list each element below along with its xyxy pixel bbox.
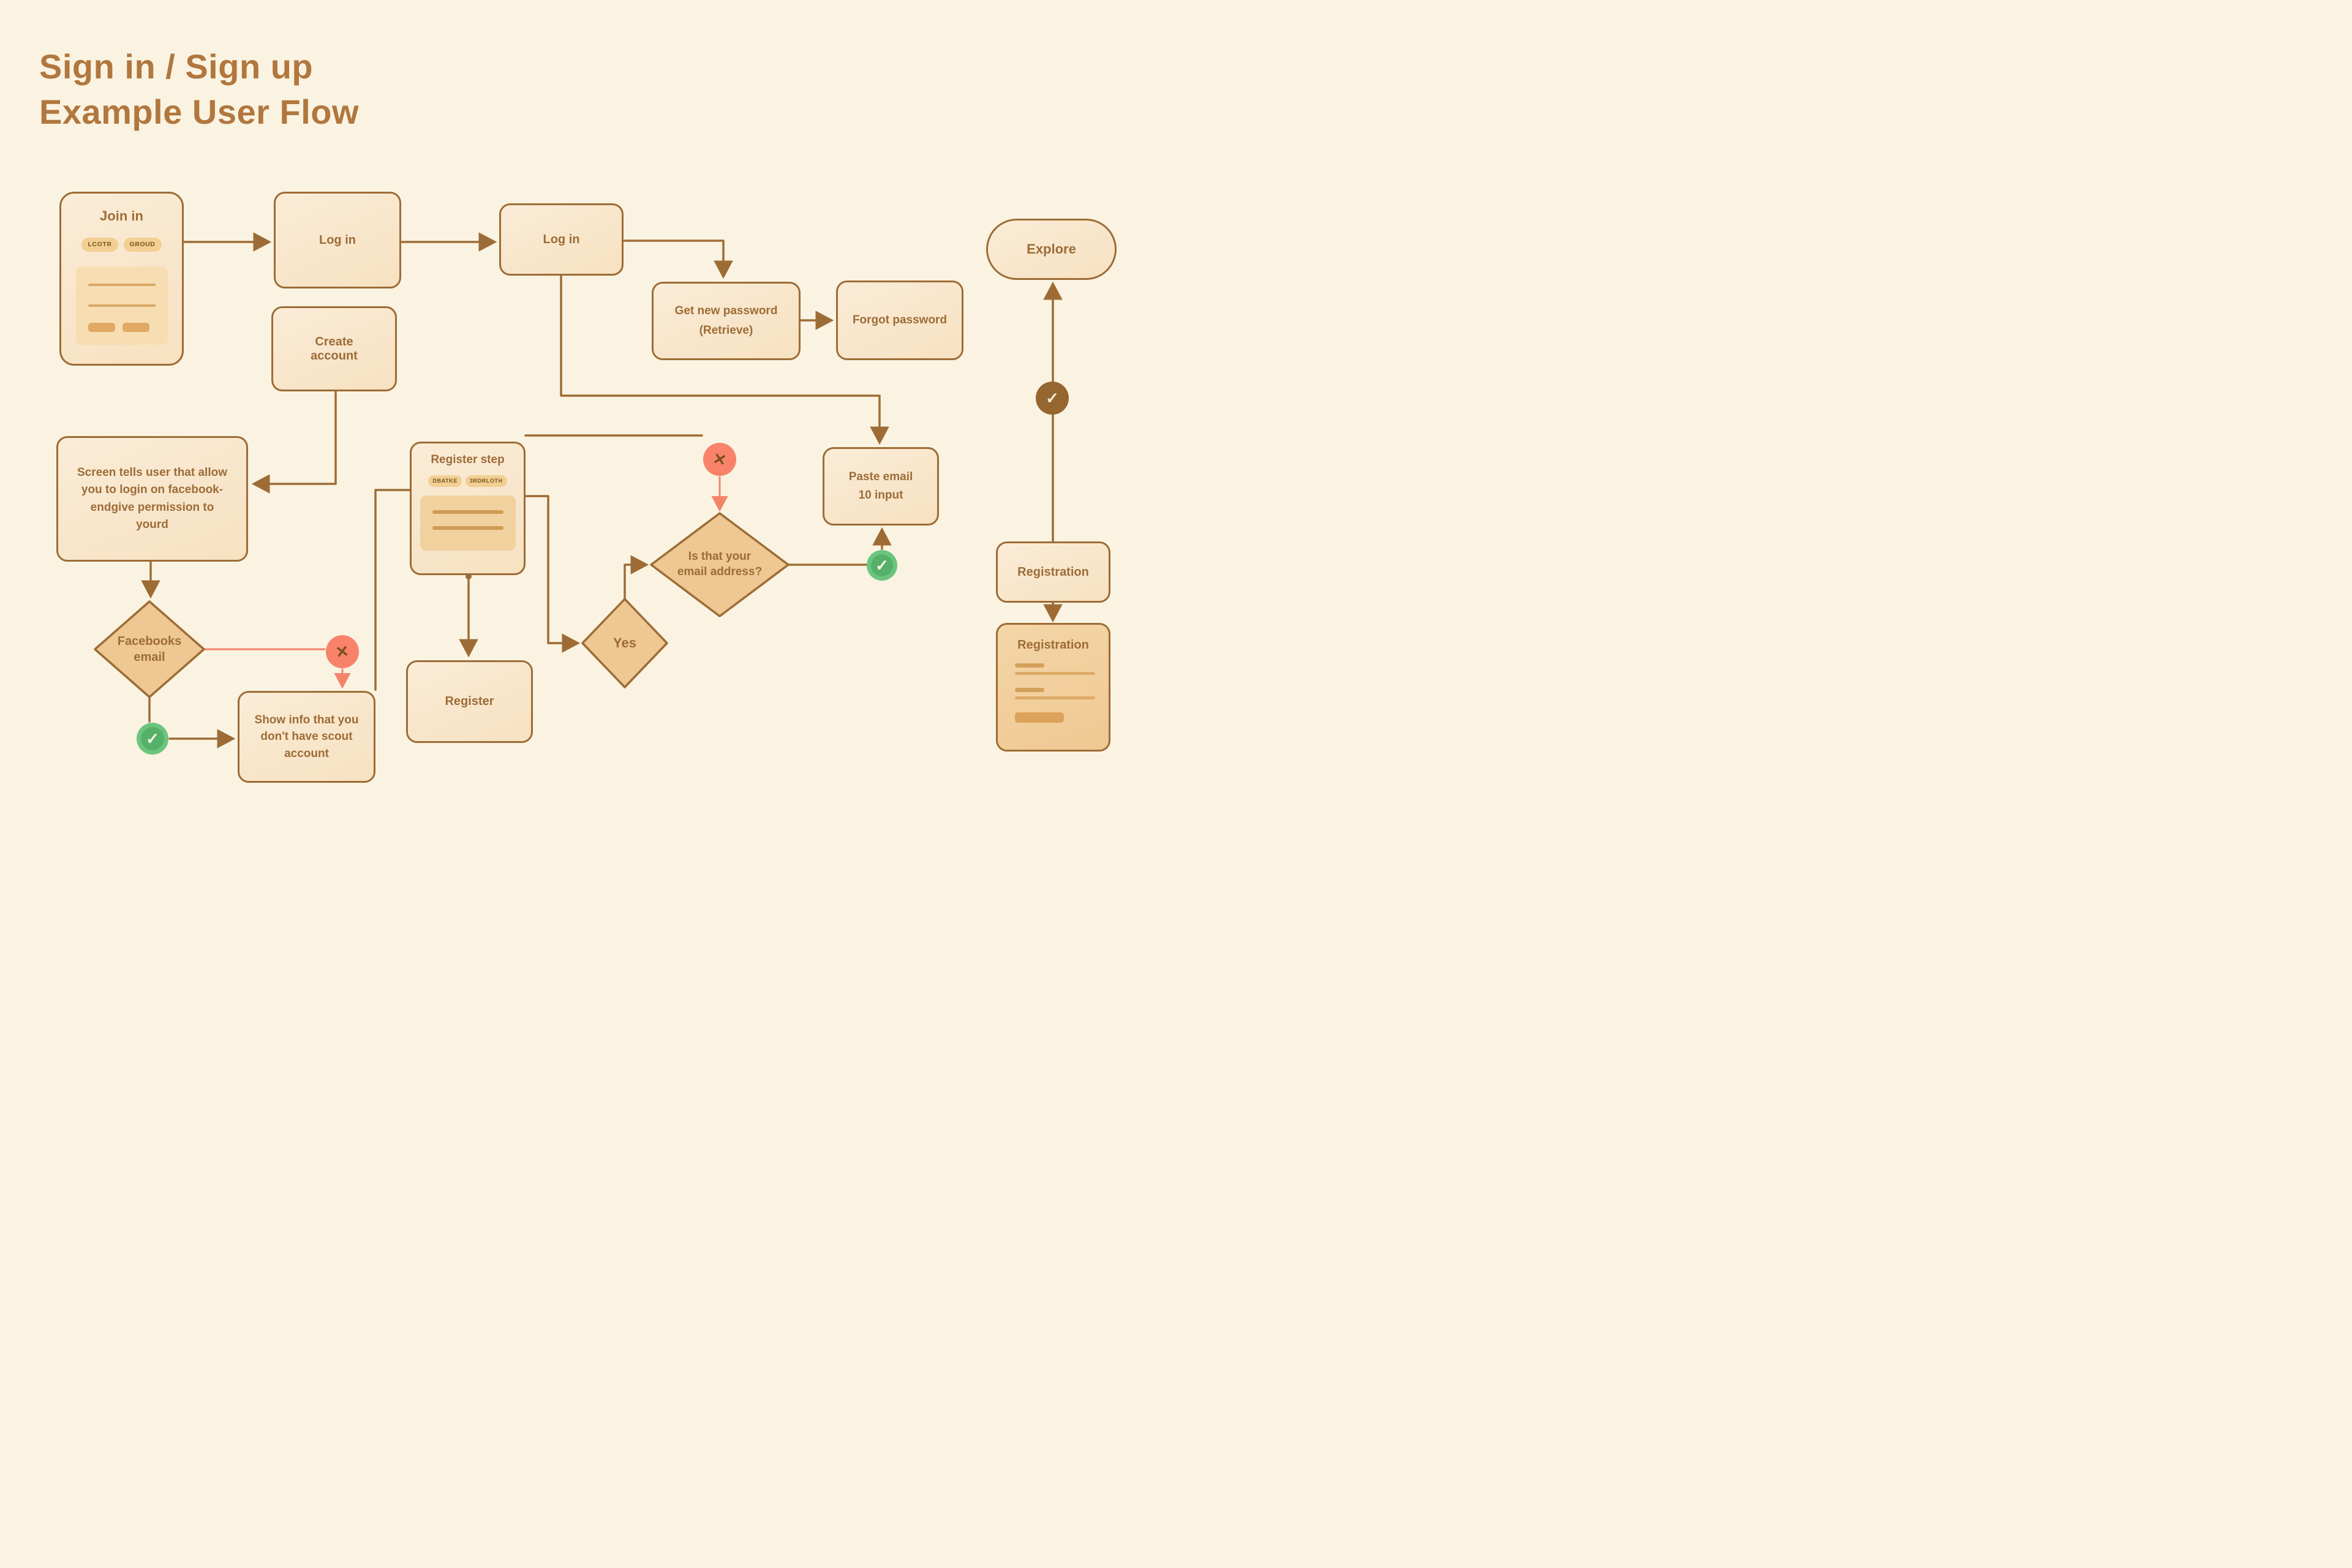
form-field-line [1015,672,1095,675]
paste-email-line1: Paste email [848,470,913,483]
fail-badge: ✕ [703,443,736,476]
form-button [88,322,115,332]
check-icon: ✓ [1046,388,1059,407]
join-in-tab-left: LCOTR [81,238,118,252]
check-icon: ✓ [141,727,164,750]
login-2-label: Log in [543,232,580,246]
progress-badge: ✓ [1036,382,1069,415]
form-label-blob [1015,688,1044,692]
node-show-info: Show info that you don't have scout acco… [238,691,375,783]
edge-login2-to-pasteemail [560,274,889,445]
success-badge: ✓ [137,723,168,755]
flow-connectors [94,232,1063,748]
paste-email-line2: 10 input [858,489,903,502]
register-label: Register [445,695,494,708]
decision-is-that-email-label: Is that your email address? [677,550,763,578]
show-info-label: Show info that you don't have scout acco… [254,713,359,760]
screen-tells-label: Screen tells user that allow you to logi… [77,466,227,532]
decision-yes-shape [581,598,668,688]
form-buttons [88,322,149,332]
node-join-in: Join in LCOTR GROUD [59,192,184,366]
check-glyph: ✓ [875,556,889,575]
node-registration-2: Registration [996,623,1110,752]
form-label-blob [1015,663,1044,668]
get-new-password-line2: (Retrieve) [699,324,753,337]
node-login-2: Log in [499,203,624,276]
form-button [122,322,149,332]
page-title: Sign in / Sign up Example User Flow [39,44,359,135]
fail-badge: ✕ [326,635,359,668]
form-field-line [432,526,503,530]
x-icon: ✕ [334,641,350,662]
x-icon: ✕ [711,448,728,470]
register-step-label: Register step [431,453,505,466]
forgot-password-label: Forgot password [852,314,948,326]
join-in-label: Join in [100,208,143,224]
explore-label: Explore [1027,241,1076,257]
decision-facebooks-email-label: Facebooks email [117,635,182,664]
register-step-tab-right: 3RDRLOTH [465,475,507,487]
check-icon: ✓ [871,554,893,576]
form-field-line [1015,696,1095,699]
edge-yes-to-isthat [624,555,649,600]
edge-registerstep-to-yes [524,495,581,653]
decision-facebooks-email-shape [94,600,205,698]
create-account-label: Create account [311,334,358,363]
edge-registerstep-to-showinfo [374,489,411,691]
join-in-tabs: LCOTR GROUD [61,238,182,252]
edge-create-to-screentells [251,390,337,494]
page-title-line1: Sign in / Sign up [39,47,314,86]
node-register-step: Register step DBATKE 3RDRLOTH [410,442,526,575]
get-new-password-line1: Get new password [674,304,778,317]
registration-2-form [998,652,1109,726]
join-in-tab-right: GROUD [123,238,162,252]
success-badge: ✓ [867,550,897,581]
user-flow-canvas: Sign in / Sign up Example User Flow Join… [0,0,1176,784]
node-explore: Explore [986,219,1117,280]
node-login-1: Log in [274,192,401,288]
register-step-tabs: DBATKE 3RDRLOTH [412,475,524,487]
join-in-form-panel [75,266,168,345]
node-registration-1: Registration [996,541,1110,603]
form-field-line [88,283,156,286]
decision-is-that-email-shape [650,512,790,617]
check-glyph: ✓ [146,729,159,748]
registration-2-label: Registration [1017,638,1089,652]
node-create-account: Create account [271,306,397,391]
registration-1-label: Registration [1017,565,1089,579]
login-1-label: Log in [319,233,356,247]
register-step-tab-left: DBATKE [428,475,462,487]
node-forgot-password: Forgot password [836,281,963,360]
node-screen-tells: Screen tells user that allow you to logi… [56,436,248,562]
node-get-new-password: Get new password (Retrieve) [652,282,801,360]
decision-yes-label: Yes [613,635,636,650]
form-button [1015,712,1064,723]
form-field-line [432,510,503,514]
node-register: Register [406,660,533,743]
page-title-line2: Example User Flow [39,92,360,131]
edge-login2-to-getnewpassword [622,239,733,279]
register-step-form-panel [420,496,516,551]
node-paste-email: Paste email 10 input [823,447,939,526]
form-field-line [88,304,156,307]
